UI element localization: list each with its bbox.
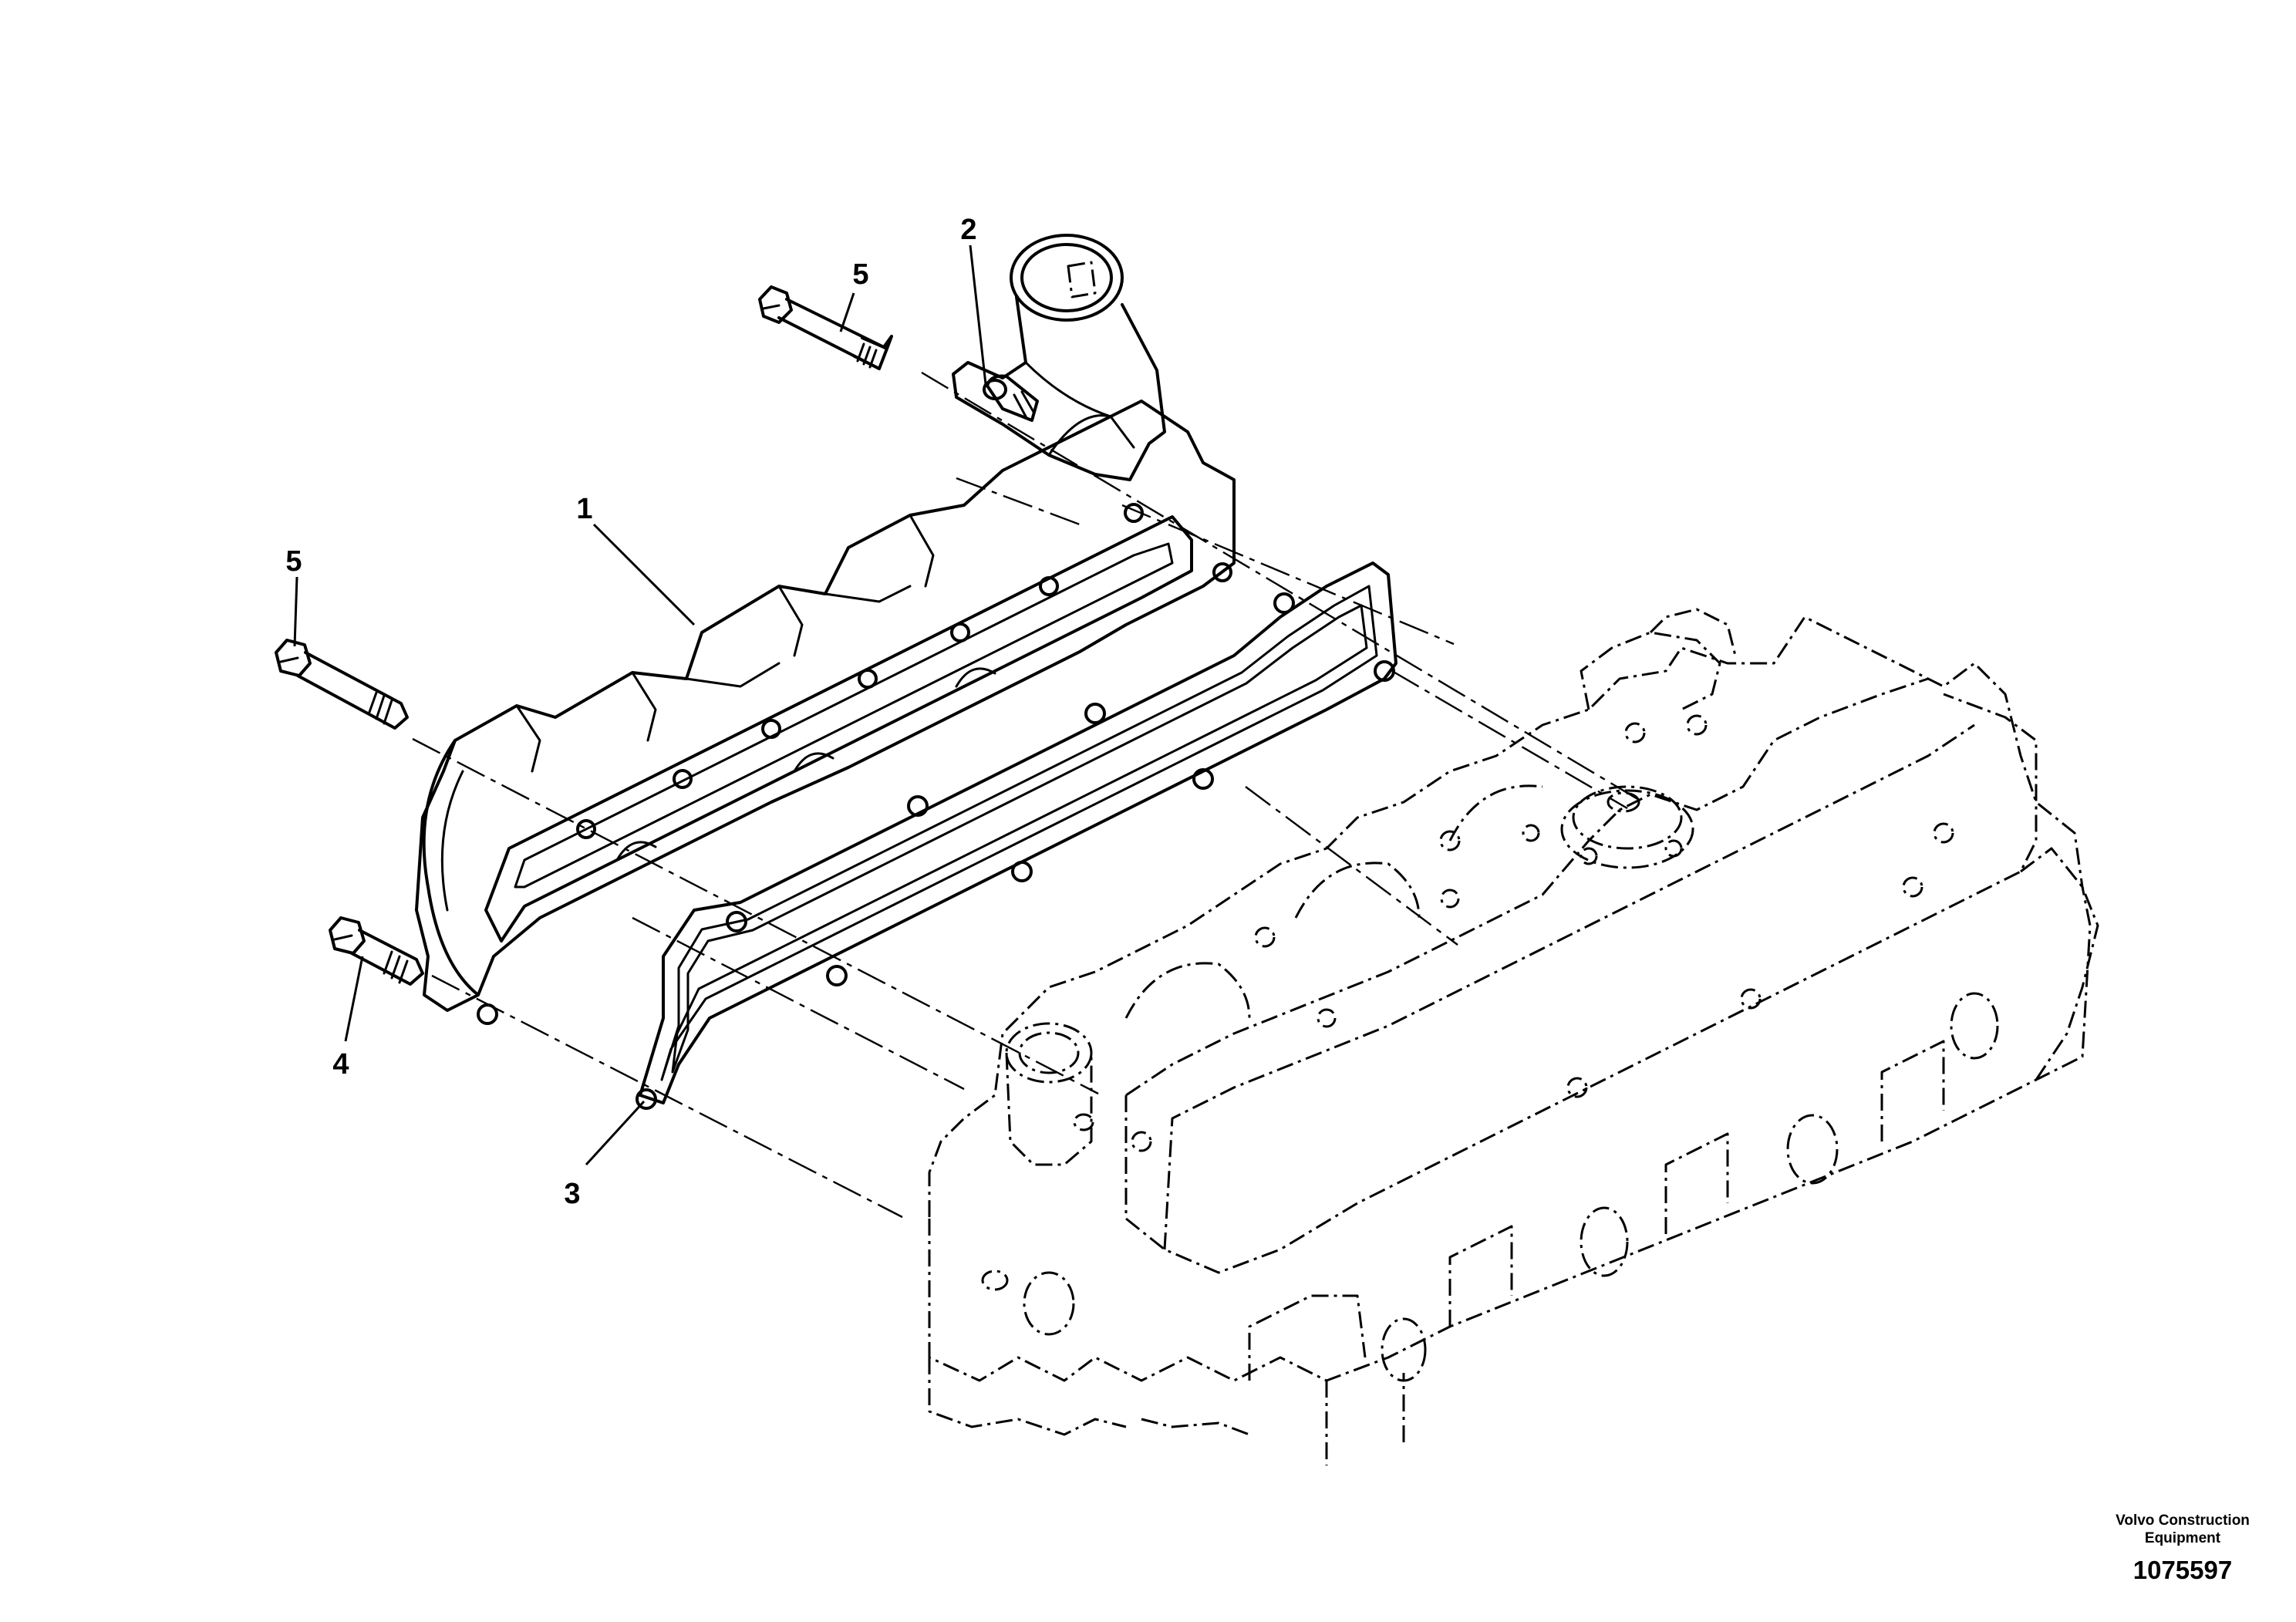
brand-line-1: Volvo Construction: [2116, 1512, 2250, 1529]
part-3-gasket[interactable]: [636, 561, 1397, 1110]
cylinder-head-reference: [928, 608, 2099, 1465]
brand-block: Volvo Construction Equipment 1075597: [2082, 1512, 2283, 1586]
assembly-centerlines: [412, 371, 1644, 1219]
callout-leaders: [293, 244, 987, 1166]
bolt-4[interactable]: [329, 916, 424, 986]
drawing-number: 1075597: [2132, 1556, 2233, 1584]
part-1-manifold-cover[interactable]: [415, 400, 1236, 1025]
callout-5-upper: 5: [852, 258, 868, 291]
brand-line-2: Equipment: [2144, 1530, 2221, 1546]
callout-5-lower: 5: [285, 545, 302, 578]
callout-4: 4: [332, 1048, 349, 1081]
callout-1: 1: [576, 493, 592, 525]
part-2-outlet-elbow[interactable]: [952, 234, 1166, 481]
callout-2: 2: [960, 214, 976, 246]
callout-3: 3: [564, 1178, 580, 1210]
callout-numbers: 1 2 3 4 5 5: [285, 214, 976, 1210]
bolt-5-upper[interactable]: [758, 285, 893, 370]
bolt-5-lower[interactable]: [275, 639, 409, 730]
